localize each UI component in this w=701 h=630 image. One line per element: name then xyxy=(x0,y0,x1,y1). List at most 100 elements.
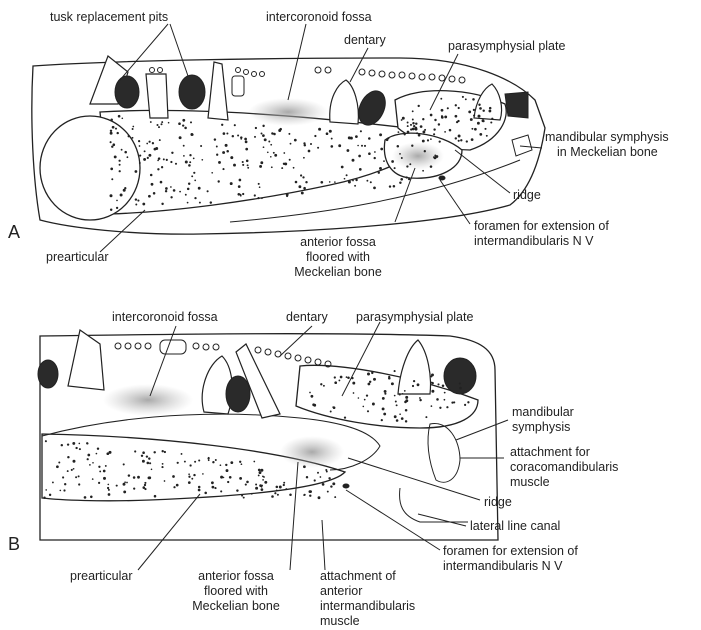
stipple-dot xyxy=(459,382,461,384)
stipple-dot xyxy=(331,138,333,140)
stipple-dot xyxy=(201,159,203,161)
label-a-fossa-3: Meckelian bone xyxy=(294,265,382,279)
stipple-dot xyxy=(230,182,233,185)
stipple-dot xyxy=(441,109,444,112)
stipple-dot xyxy=(464,404,466,406)
stipple-dot xyxy=(208,459,210,461)
stipple-dot xyxy=(455,137,457,139)
stipple-dot xyxy=(116,200,118,202)
stipple-dot xyxy=(242,164,244,166)
stipple-dot xyxy=(388,377,391,380)
stipple-dot xyxy=(191,478,193,480)
stipple-dot xyxy=(355,179,357,181)
stipple-dot xyxy=(284,162,287,165)
stipple-dot xyxy=(303,187,306,190)
label-b-foramen-1: foramen for extension of xyxy=(443,544,578,558)
stipple-dot xyxy=(383,160,385,162)
stipple-dot xyxy=(241,495,243,497)
stipple-dot xyxy=(473,115,475,117)
stipple-dot xyxy=(225,464,227,466)
stipple-dot xyxy=(313,404,316,407)
stipple-dot xyxy=(334,381,337,384)
stipple-dot xyxy=(239,461,241,463)
stipple-dot xyxy=(111,178,113,180)
stipple-dot xyxy=(103,477,106,480)
stipple-dot xyxy=(238,185,241,188)
stipple-dot xyxy=(344,416,346,418)
stipple-dot xyxy=(240,195,242,197)
label-b-intercoronoid: intercoronoid fossa xyxy=(112,310,218,324)
stipple-dot xyxy=(391,160,394,163)
stipple-dot xyxy=(482,109,484,111)
stipple-dot xyxy=(325,469,327,471)
stipple-dot xyxy=(255,127,257,129)
stipple-dot xyxy=(271,495,274,498)
stipple-dot xyxy=(346,174,348,176)
stipple-dot xyxy=(364,145,366,147)
stipple-dot xyxy=(262,134,265,137)
stipple-dot xyxy=(149,141,151,143)
stipple-dot xyxy=(185,194,187,196)
stipple-dot xyxy=(67,470,69,472)
stipple-dot xyxy=(281,167,283,169)
stipple-dot xyxy=(327,491,329,493)
stipple-dot xyxy=(144,482,146,484)
stipple-dot xyxy=(471,128,473,130)
tooth-pit-a6 xyxy=(505,92,528,118)
stipple-dot xyxy=(442,385,445,388)
stipple-dot xyxy=(64,483,66,485)
stipple-dot xyxy=(424,150,426,152)
stipple-dot xyxy=(370,181,372,183)
stipple-dot xyxy=(87,458,89,460)
stipple-dot xyxy=(107,487,109,489)
stipple-dot xyxy=(116,207,118,209)
stipple-dot xyxy=(402,117,405,120)
stipple-dot xyxy=(211,481,214,484)
stipple-dot xyxy=(58,461,60,463)
stipple-dot xyxy=(381,419,383,421)
stipple-dot xyxy=(438,123,440,125)
stipple-dot xyxy=(330,485,332,487)
stipple-dot xyxy=(198,459,200,461)
stipple-dot xyxy=(222,151,225,154)
stipple-dot xyxy=(128,135,130,137)
stipple-dot xyxy=(368,137,371,140)
stipple-dot xyxy=(187,188,190,191)
stipple-dot xyxy=(132,128,134,130)
stipple-dot xyxy=(389,185,391,187)
panel-b: B intercoronoid fossa dentary parasymphy… xyxy=(8,310,618,628)
stipple-dot xyxy=(49,494,51,496)
stipple-dot xyxy=(220,464,222,466)
stipple-dot xyxy=(431,390,434,393)
stipple-dot xyxy=(149,462,151,464)
stipple-dot xyxy=(178,122,181,125)
stipple-dot xyxy=(434,156,437,159)
stipple-dot xyxy=(400,178,403,181)
stipple-dot xyxy=(227,481,229,483)
stipple-dot xyxy=(357,145,359,147)
stipple-dot xyxy=(123,483,126,486)
stipple-dot xyxy=(305,181,307,183)
stipple-dot xyxy=(262,479,264,481)
stipple-dot xyxy=(62,476,64,478)
stipple-dot xyxy=(237,193,240,196)
stipple-dot xyxy=(56,465,59,468)
label-a-foramen-1: foramen for extension of xyxy=(474,219,609,233)
stipple-dot xyxy=(112,126,115,129)
stipple-dot xyxy=(78,483,80,485)
stipple-dot xyxy=(334,496,336,498)
stipple-dot xyxy=(121,117,123,119)
stipple-dot xyxy=(412,385,414,387)
stipple-dot xyxy=(425,416,427,418)
stipple-dot xyxy=(115,128,117,130)
stipple-dot xyxy=(372,403,375,406)
stipple-dot xyxy=(164,451,166,453)
stipple-dot xyxy=(45,440,47,442)
stipple-dot xyxy=(245,148,248,151)
stipple-dot xyxy=(310,143,312,145)
stipple-dot xyxy=(394,167,396,169)
stipple-dot xyxy=(271,132,273,134)
stipple-dot xyxy=(483,120,485,122)
stipple-dot xyxy=(285,488,287,490)
stipple-dot xyxy=(124,491,126,493)
